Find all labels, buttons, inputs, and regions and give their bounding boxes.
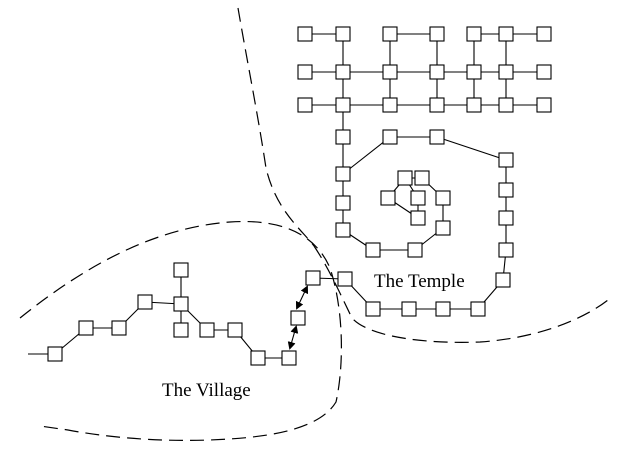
node-g1c [382,26,398,42]
node-g2c [382,64,398,80]
node-s5 [498,152,514,168]
node-g1f [498,26,514,42]
node-s3 [382,129,398,145]
node-g3a [297,97,313,113]
node-g2f [498,64,514,80]
location-nodes [47,26,552,366]
village-label: The Village [162,380,251,401]
node-b2 [290,310,306,326]
node-s24 [410,190,426,206]
node-s21 [414,170,430,186]
node-v1 [250,350,266,366]
node-s2 [335,166,351,182]
node-s18 [407,242,423,258]
edge-s4-s5 [436,136,507,161]
node-s12 [401,301,417,317]
node-s16 [335,222,351,238]
node-g2g [536,64,552,80]
node-s7 [498,210,514,226]
arrow-bridge-upper [295,285,309,310]
node-s22 [397,170,413,186]
node-s15 [335,195,351,211]
node-s11 [435,301,451,317]
node-v6 [173,322,189,338]
node-s20 [435,190,451,206]
node-g3d [429,97,445,113]
node-s23 [380,190,396,206]
node-s13 [365,301,381,317]
node-g3c [382,97,398,113]
node-b1 [305,270,321,286]
node-s19 [435,220,451,236]
node-g3b [335,97,351,113]
node-g2e [466,64,482,80]
node-s4 [429,129,445,145]
node-s9 [495,272,511,288]
node-g1e [466,26,482,42]
node-v5 [173,262,189,278]
node-v9 [78,320,94,336]
node-s6 [498,182,514,198]
node-v7 [137,294,153,310]
node-v4 [173,296,189,312]
node-g1d [429,26,445,42]
node-v2 [227,322,243,338]
node-g1b [335,26,351,42]
node-g1g [536,26,552,42]
node-b3 [281,350,297,366]
boundary-temple-region [313,245,609,343]
node-g1a [297,26,313,42]
edge-s2-s3 [342,136,391,175]
node-s17 [365,242,381,258]
node-s10 [470,301,486,317]
node-g3g [536,97,552,113]
node-g2d [429,64,445,80]
arrow-bridge-lower [287,325,299,350]
node-s1 [335,129,351,145]
node-v3 [199,322,215,338]
node-v10 [47,346,63,362]
boundary-upper-divider [237,7,315,247]
node-g3e [466,97,482,113]
region-boundaries [19,7,609,441]
node-g2a [297,64,313,80]
node-g2b [335,64,351,80]
node-s14 [337,271,353,287]
path-edges [28,33,544,359]
node-v8 [111,320,127,336]
node-g3f [498,97,514,113]
connection-arrows [287,285,309,350]
temple-label: The Temple [374,271,465,292]
node-s8 [498,242,514,258]
boundary-village-region [19,220,342,441]
node-s25 [410,210,426,226]
